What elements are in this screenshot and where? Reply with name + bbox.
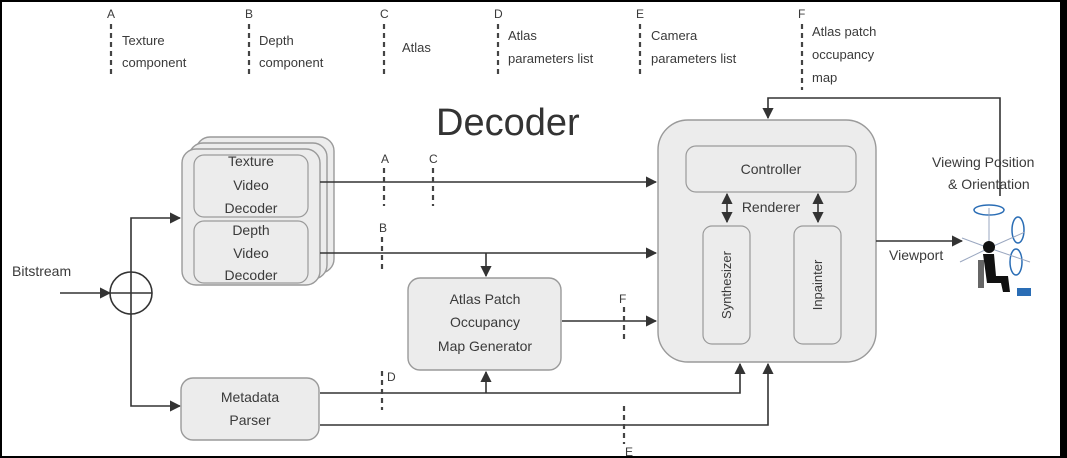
renderer-block: Controller Renderer Synthesizer Inpainte…	[658, 120, 876, 362]
legend-text: Atlas	[402, 40, 431, 55]
viewport-label: Viewport	[889, 247, 943, 263]
viewer-head-icon	[983, 241, 995, 253]
legend-text: parameters list	[508, 51, 594, 66]
marker-letter: F	[619, 292, 626, 306]
viewing-position-line: Viewing Position	[932, 154, 1034, 170]
legend-text: component	[259, 55, 324, 70]
texture-decoder-line: Video	[233, 177, 269, 193]
legend-text: map	[812, 70, 837, 85]
depth-video-decoder: Depth Video Decoder	[194, 221, 308, 283]
legend-text: Depth	[259, 33, 294, 48]
bitstream-label: Bitstream	[12, 263, 71, 279]
marker-letter: A	[381, 152, 389, 166]
legend-text: occupancy	[812, 47, 875, 62]
occupancy-generator-line: Map Generator	[438, 338, 532, 354]
legend-letter: B	[245, 7, 253, 21]
texture-decoder-line: Decoder	[225, 200, 278, 216]
legend-text: parameters list	[651, 51, 737, 66]
legend-letter: E	[636, 7, 644, 21]
legend-letter: D	[494, 7, 503, 21]
controller-label: Controller	[741, 161, 802, 177]
marker-letter: B	[379, 221, 387, 235]
synthesizer-box: Synthesizer	[703, 226, 750, 344]
synthesizer-label: Synthesizer	[719, 250, 734, 319]
chair-icon	[978, 260, 984, 288]
legend-text: Atlas	[508, 28, 537, 43]
marker-letter: C	[429, 152, 438, 166]
display-icon	[1017, 288, 1031, 296]
occupancy-generator-line: Atlas Patch	[450, 291, 521, 307]
depth-decoder-line: Video	[233, 245, 269, 261]
diagram-title: Decoder	[436, 102, 580, 144]
legend-text: component	[122, 55, 187, 70]
depth-decoder-line: Depth	[232, 222, 269, 238]
marker-letter: D	[387, 370, 396, 384]
legend-text: Camera	[651, 28, 698, 43]
renderer-label: Renderer	[742, 199, 801, 215]
marker-letter: E	[625, 445, 633, 458]
junction-node	[110, 272, 152, 314]
occupancy-generator-line: Occupancy	[450, 314, 520, 330]
legend-text: Texture	[122, 33, 165, 48]
inpainter-label: Inpainter	[810, 259, 825, 310]
texture-decoder-line: Texture	[228, 153, 274, 169]
metadata-parser-line: Metadata	[221, 389, 280, 405]
inpainter-box: Inpainter	[794, 226, 841, 344]
texture-video-decoder: Texture Video Decoder	[194, 153, 308, 217]
legend-text: Atlas patch	[812, 24, 876, 39]
controller-box: Controller	[686, 146, 856, 192]
depth-decoder-line: Decoder	[225, 267, 278, 283]
legend-letter: C	[380, 7, 389, 21]
occupancy-map-generator-box: Atlas Patch Occupancy Map Generator	[408, 278, 561, 370]
metadata-parser-box: Metadata Parser	[181, 378, 319, 440]
legend-letter: F	[798, 7, 805, 21]
metadata-parser-line: Parser	[229, 412, 271, 428]
viewing-position-line: & Orientation	[948, 176, 1030, 192]
legend-letter: A	[107, 7, 115, 21]
